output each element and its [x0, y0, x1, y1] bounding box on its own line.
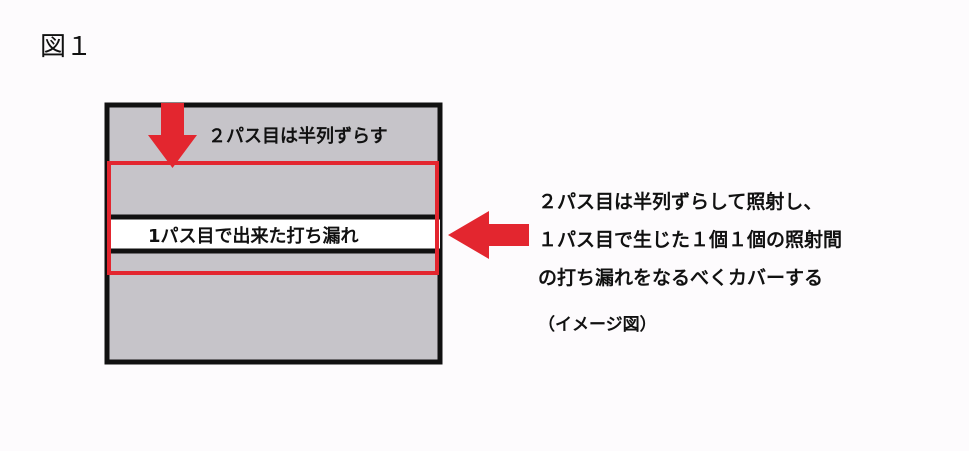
explanation-line: の打ち漏れをなるべくカバーする — [538, 267, 824, 289]
second-pass-label: ２パス目は半列ずらす — [208, 126, 388, 147]
figure-title: 図１ — [40, 32, 93, 62]
down-arrow-icon — [148, 103, 197, 168]
second-pass-highlight-frame — [107, 161, 439, 275]
image-caption: （イメージ図） — [538, 315, 657, 335]
first-pass-gap-label: 1パス目で出来た打ち漏れ — [148, 226, 359, 247]
explanation-line: ２パス目は半列ずらして照射し、 — [538, 191, 823, 213]
missed-gap-band — [107, 217, 440, 251]
explanation-line: １パス目で生じた１個１個の照射間 — [538, 229, 843, 251]
left-arrow-icon — [448, 211, 529, 259]
explanation-text: ２パス目は半列ずらして照射し、 １パス目で生じた１個１個の照射間 の打ち漏れをな… — [538, 183, 958, 297]
